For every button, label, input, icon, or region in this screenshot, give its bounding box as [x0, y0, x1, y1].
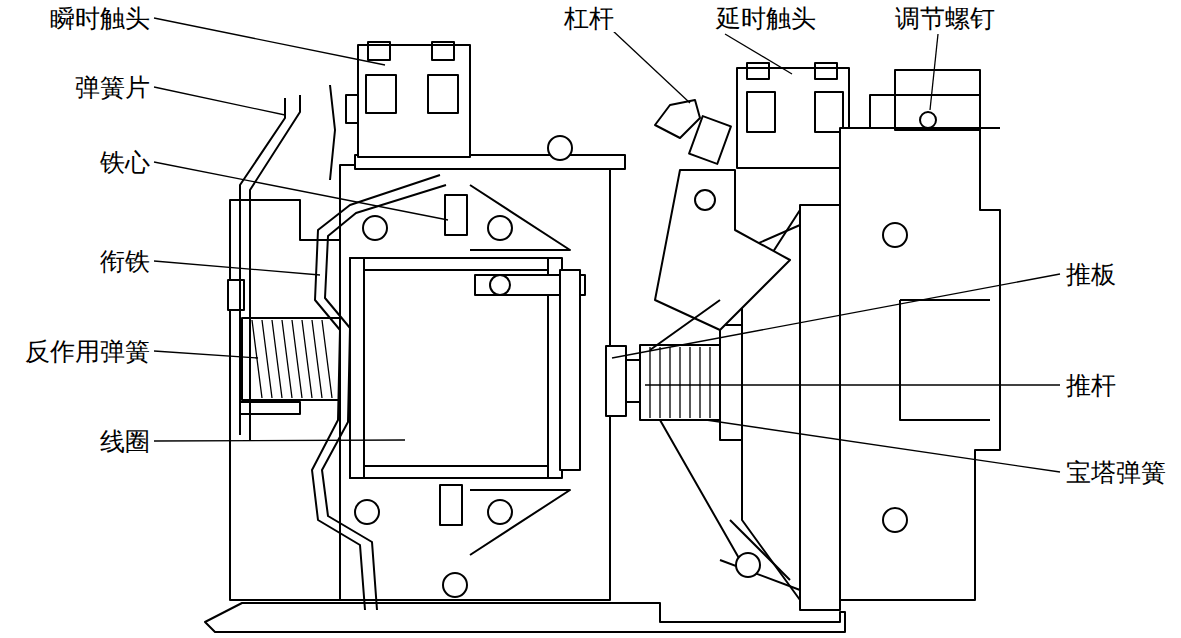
frame-tab [228, 280, 244, 310]
part-label: 衔铁 [98, 248, 152, 275]
pneumatic-unit [840, 95, 1000, 600]
part-label: 反作用弹簧 [23, 338, 152, 365]
part-label: 杠杆 [562, 5, 616, 32]
reaction-spring-body [242, 318, 344, 400]
part-label: 推杆 [1064, 372, 1118, 399]
part-label: 弹簧片 [73, 74, 152, 101]
base-plate [205, 603, 845, 632]
part-label: 推板 [1064, 261, 1118, 288]
iron-core [445, 195, 467, 235]
pivot [363, 216, 387, 240]
push-rod-spring [640, 345, 720, 420]
part-label: 线圈 [98, 428, 152, 455]
instant-contact-block [358, 45, 470, 157]
part-label: 宝塔弹簧 [1064, 459, 1168, 486]
lever [655, 100, 700, 138]
lever-arm [655, 170, 790, 330]
right-plate [800, 205, 840, 610]
relay-body [340, 165, 610, 600]
part-label: 延时触头 [714, 5, 818, 32]
leader-lines [154, 18, 1060, 472]
part-label: 调节螺钉 [893, 5, 997, 32]
reaction-spring-coils [252, 320, 332, 398]
spring-plate [240, 98, 285, 435]
part-label: 瞬时触头 [48, 5, 152, 32]
delay-contact-block [737, 68, 849, 168]
adjust-screw [920, 112, 936, 128]
part-label: 铁心 [98, 149, 152, 176]
